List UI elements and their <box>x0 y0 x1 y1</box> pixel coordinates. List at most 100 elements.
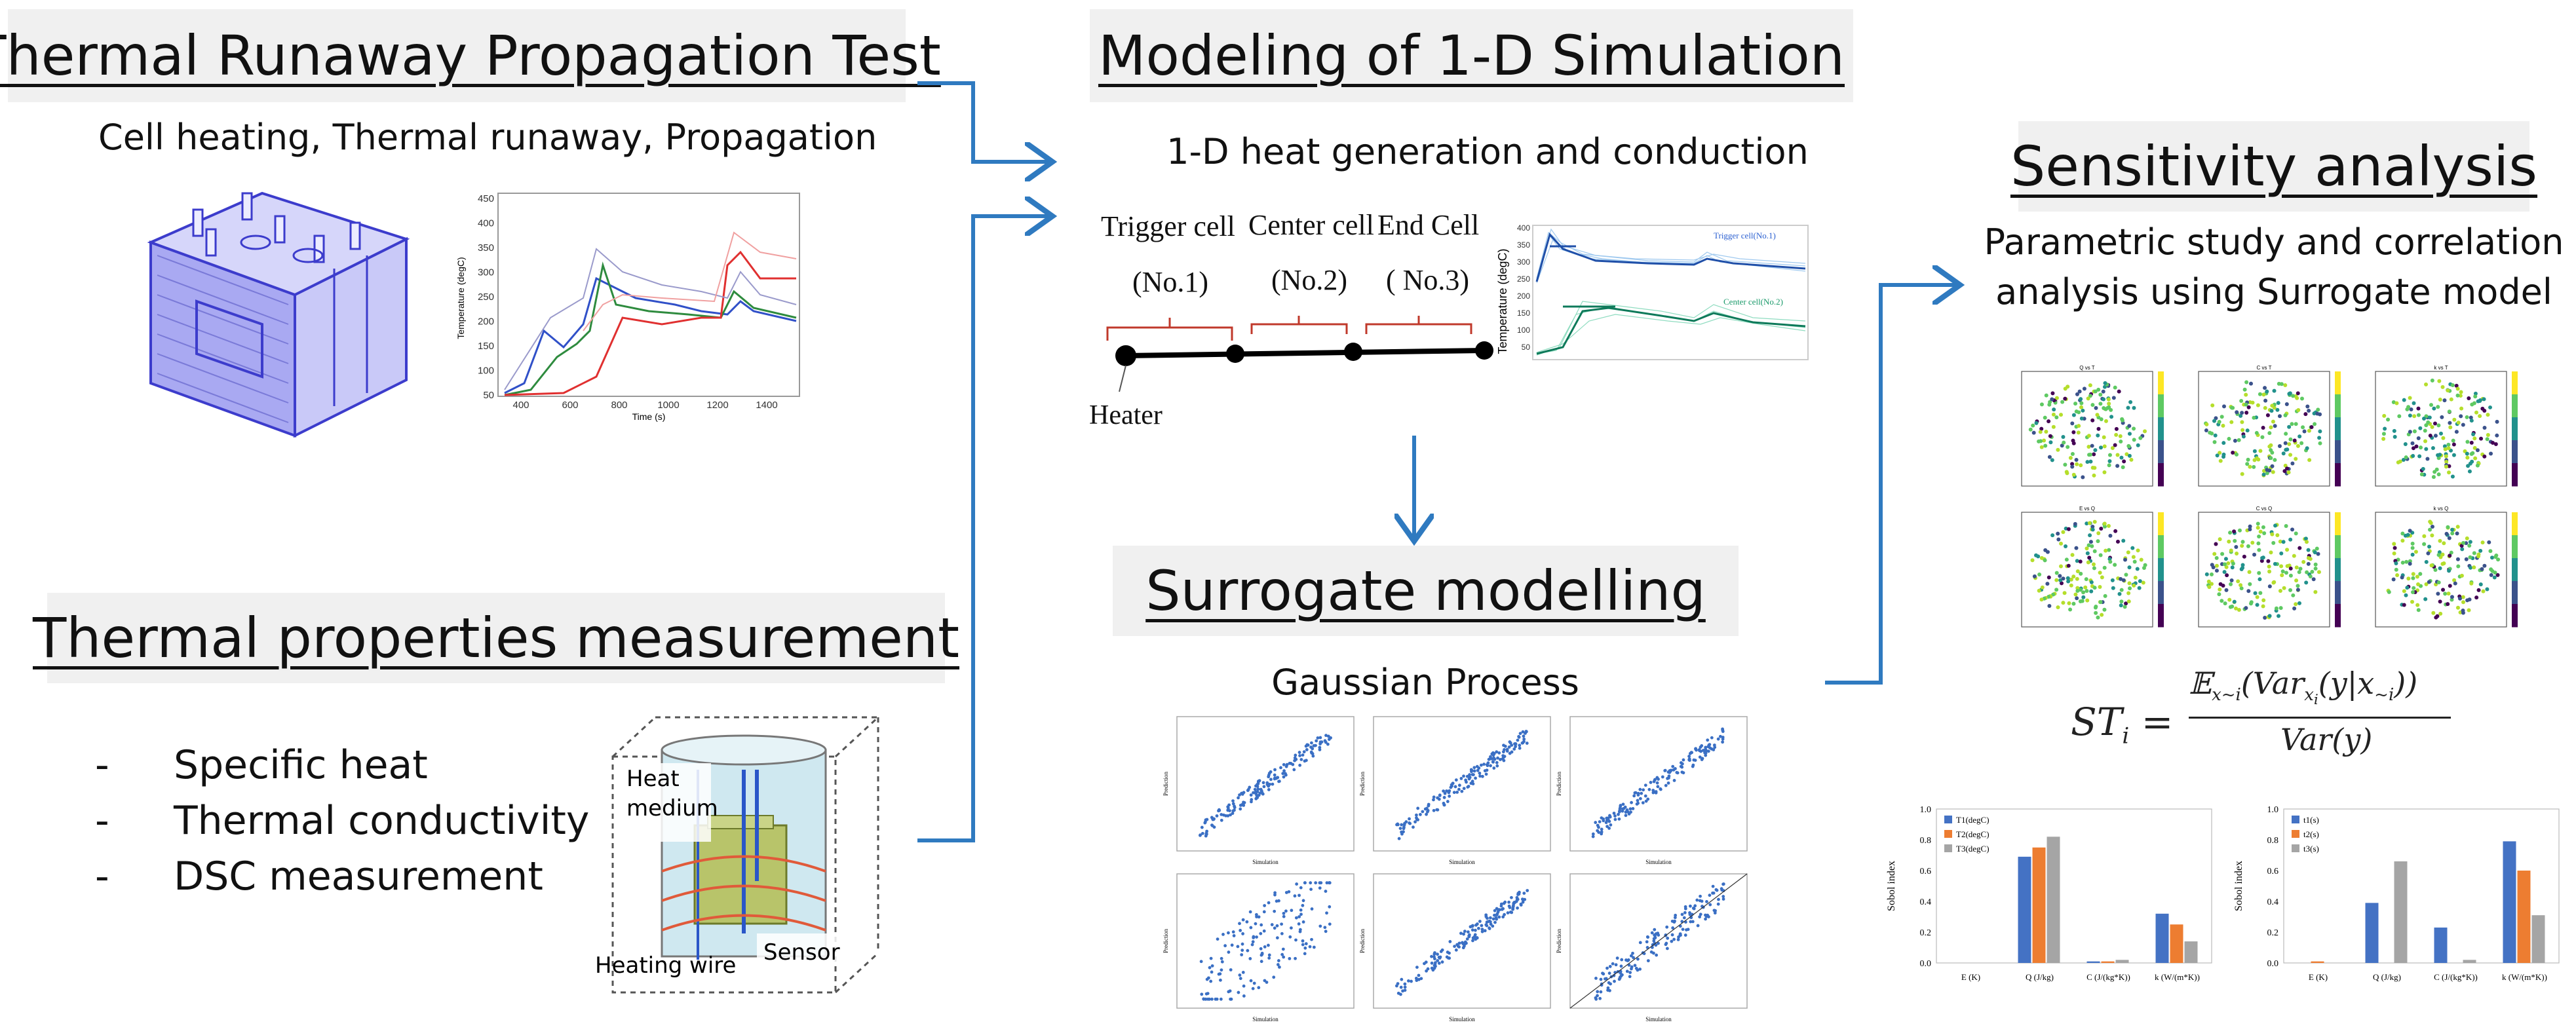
surrogate-point <box>1629 954 1633 958</box>
sensitivity-point <box>2060 443 2064 448</box>
sensitivity-point <box>2473 394 2478 399</box>
surrogate-point <box>1691 763 1695 767</box>
sensitivity-point <box>2224 588 2229 592</box>
sensitivity-point <box>2136 548 2140 553</box>
surrogate-point <box>1416 806 1420 810</box>
sensitivity-point <box>2303 536 2308 541</box>
sensitivity-point <box>2132 559 2137 564</box>
sensitivity-point <box>2233 438 2237 443</box>
surrogate-point <box>1596 994 1599 998</box>
sensitivity-point <box>2281 451 2286 456</box>
sensitivity-point <box>2102 406 2106 411</box>
sensitivity-point <box>2288 566 2293 571</box>
surrogate-point <box>1448 956 1451 960</box>
surrogate-point <box>1437 962 1441 965</box>
sensitivity-point <box>2269 425 2273 430</box>
bar-chart-category-label: E (K) <box>2309 972 2328 982</box>
sensitivity-point <box>2267 584 2272 589</box>
surrogate-point <box>1499 902 1503 906</box>
sensitivity-point <box>2256 525 2260 530</box>
sensitivity-point <box>2298 567 2303 571</box>
sensitivity-scatter-plot: k vs T <box>2375 365 2518 487</box>
sensitivity-point <box>2318 429 2322 434</box>
sensitivity-point <box>2473 456 2478 461</box>
surrogate-point <box>1282 762 1286 766</box>
surrogate-subtitle: Gaussian Process <box>1271 662 1579 703</box>
surrogate-point <box>1290 926 1293 930</box>
sensitivity-point <box>2261 472 2266 477</box>
sensitivity-point <box>2410 552 2415 557</box>
surrogate-point <box>1301 903 1305 907</box>
sensitivity-point <box>2424 559 2429 564</box>
sensitivity-point <box>2071 601 2076 606</box>
surrogate-point <box>1251 987 1255 990</box>
sensitivity-point <box>2102 435 2106 440</box>
surrogate-point <box>1489 755 1492 759</box>
sensitivity-point <box>2133 575 2138 580</box>
sensitivity-point <box>2476 554 2481 559</box>
surrogate-point <box>1310 751 1314 755</box>
surrogate-point <box>1503 747 1506 751</box>
formula-lhs-sub: i <box>2122 723 2130 749</box>
sensitivity-point <box>2229 582 2233 586</box>
sensitivity-point <box>2461 611 2465 615</box>
sensitivity-point <box>2066 385 2070 389</box>
surrogate-point <box>1484 772 1488 776</box>
sensitivity-point <box>2412 586 2416 590</box>
surrogate-point <box>1484 913 1488 917</box>
sensitivity-point <box>2136 443 2140 447</box>
surrogate-point <box>1415 813 1418 817</box>
sensitivity-point <box>2054 578 2059 582</box>
surrogate-point <box>1594 976 1598 980</box>
sensitivity-point <box>2240 428 2245 432</box>
sensitivity-point <box>2408 529 2412 533</box>
sensitivity-scatter-plot: C vs T <box>2198 365 2341 487</box>
bar-T1(degC) <box>2155 913 2169 963</box>
sensitivity-point <box>2285 564 2290 569</box>
surrogate-point <box>1449 785 1453 789</box>
sensitivity-point <box>2291 394 2296 398</box>
sensitivity-point <box>2258 577 2262 582</box>
sensitivity-point <box>2085 551 2090 555</box>
surrogate-point <box>1316 736 1320 740</box>
sensitivity-point <box>2248 527 2252 532</box>
sensitivity-point <box>2394 567 2398 572</box>
sensitivity-point <box>2228 605 2233 609</box>
sensitivity-point <box>2038 430 2043 434</box>
surrogate-point <box>1298 754 1301 757</box>
sensitivity-point <box>2242 554 2246 559</box>
surrogate-point <box>1311 747 1315 751</box>
sensitivity-point <box>2422 534 2427 538</box>
surrogate-title-box: Surrogate modelling <box>1113 546 1739 636</box>
surrogate-point <box>1237 990 1240 994</box>
surrogate-point <box>1517 734 1521 738</box>
sensitivity-point <box>2228 531 2233 535</box>
surrogate-point <box>1632 956 1636 960</box>
surrogate-point <box>1251 940 1255 944</box>
surrogate-point <box>1521 741 1525 745</box>
surrogate-point <box>1596 990 1600 994</box>
sensitivity-point <box>2085 521 2089 526</box>
sensitivity-point <box>2100 575 2104 580</box>
sensitivity-point <box>2073 592 2078 597</box>
surrogate-point <box>1442 801 1446 805</box>
sensitivity-point <box>2056 605 2060 610</box>
colorbar <box>2335 512 2341 628</box>
sensitivity-point <box>2050 533 2055 538</box>
surrogate-point <box>1721 897 1725 901</box>
sensitivity-point <box>2310 569 2315 574</box>
sensitivity-point <box>2318 441 2322 445</box>
surrogate-point <box>1303 759 1307 763</box>
surrogate-point <box>1304 744 1308 748</box>
sensitivity-point <box>2107 548 2111 552</box>
surrogate-point <box>1267 953 1271 957</box>
surrogate-point <box>1239 977 1242 981</box>
propagation-ytick: 50 <box>483 390 494 401</box>
heating-wire-label: Heating wire <box>595 952 736 979</box>
sensitivity-point <box>2265 389 2269 394</box>
properties-title-box: Thermal properties measurement <box>33 593 959 683</box>
surrogate-point <box>1619 964 1623 968</box>
sensitivity-point <box>2496 557 2501 562</box>
surrogate-point <box>1229 997 1233 1001</box>
